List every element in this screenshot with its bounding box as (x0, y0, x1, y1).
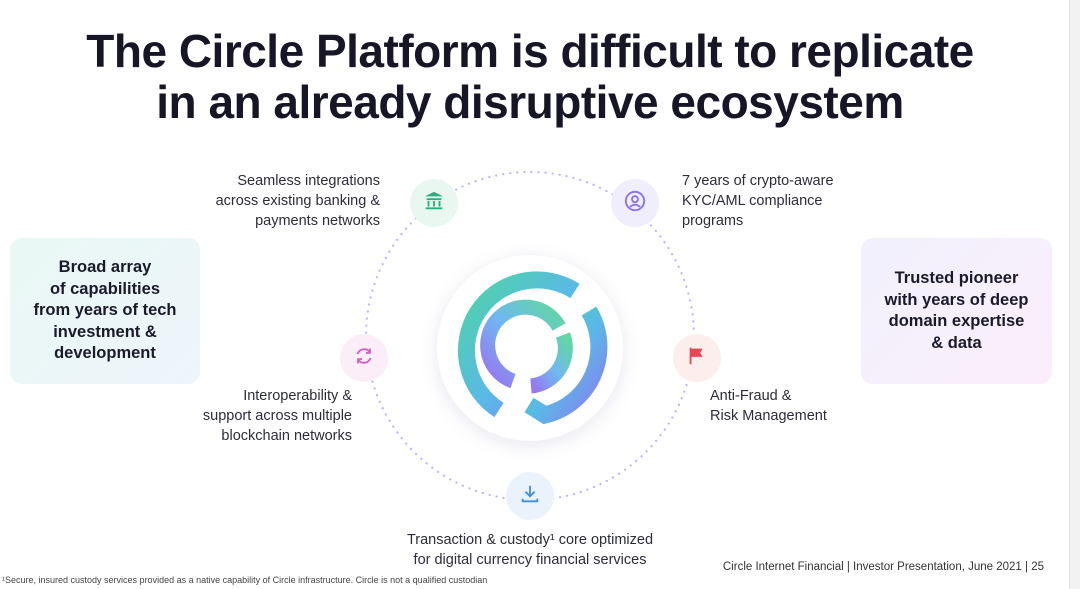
compliance-node (611, 179, 659, 227)
flag-icon (686, 345, 708, 372)
download-icon (519, 483, 541, 510)
custody-node (506, 472, 554, 520)
interop-node (340, 334, 388, 382)
banking-node (410, 179, 458, 227)
slide-title-line-1: The Circle Platform is difficult to repl… (86, 25, 974, 77)
slide-title-line-2: in an already disruptive ecosystem (156, 76, 904, 128)
sync-icon (353, 345, 375, 372)
slide-footer: Circle Internet Financial | Investor Pre… (722, 561, 1044, 573)
pioneer-card: Trusted pioneer with years of deep domai… (861, 238, 1052, 384)
slide-title: The Circle Platform is difficult to repl… (20, 26, 1040, 128)
capabilities-card: Broad array of capabilities from years o… (10, 238, 200, 384)
pioneer-card-text: Trusted pioneer with years of deep domai… (884, 269, 1029, 352)
interop-label: Interoperability & support across multip… (202, 388, 352, 444)
capabilities-card-text: Broad array of capabilities from years o… (33, 258, 177, 363)
circle-logo-mark (457, 271, 608, 425)
fraud-label: Anti-Fraud & Risk Management (710, 388, 827, 424)
scrollbar[interactable] (1069, 0, 1080, 589)
bank-icon (423, 190, 445, 217)
compliance-label: 7 years of crypto-aware KYC/AML complian… (682, 173, 834, 229)
banking-label: Seamless integrations across existing ba… (215, 173, 380, 229)
fraud-node (673, 334, 721, 382)
circle-logo (437, 255, 623, 441)
footnote: ¹Secure, insured custody services provid… (2, 575, 488, 585)
custody-label: Transaction & custody¹ core optimized fo… (406, 532, 654, 568)
user-circle-icon (624, 190, 646, 217)
